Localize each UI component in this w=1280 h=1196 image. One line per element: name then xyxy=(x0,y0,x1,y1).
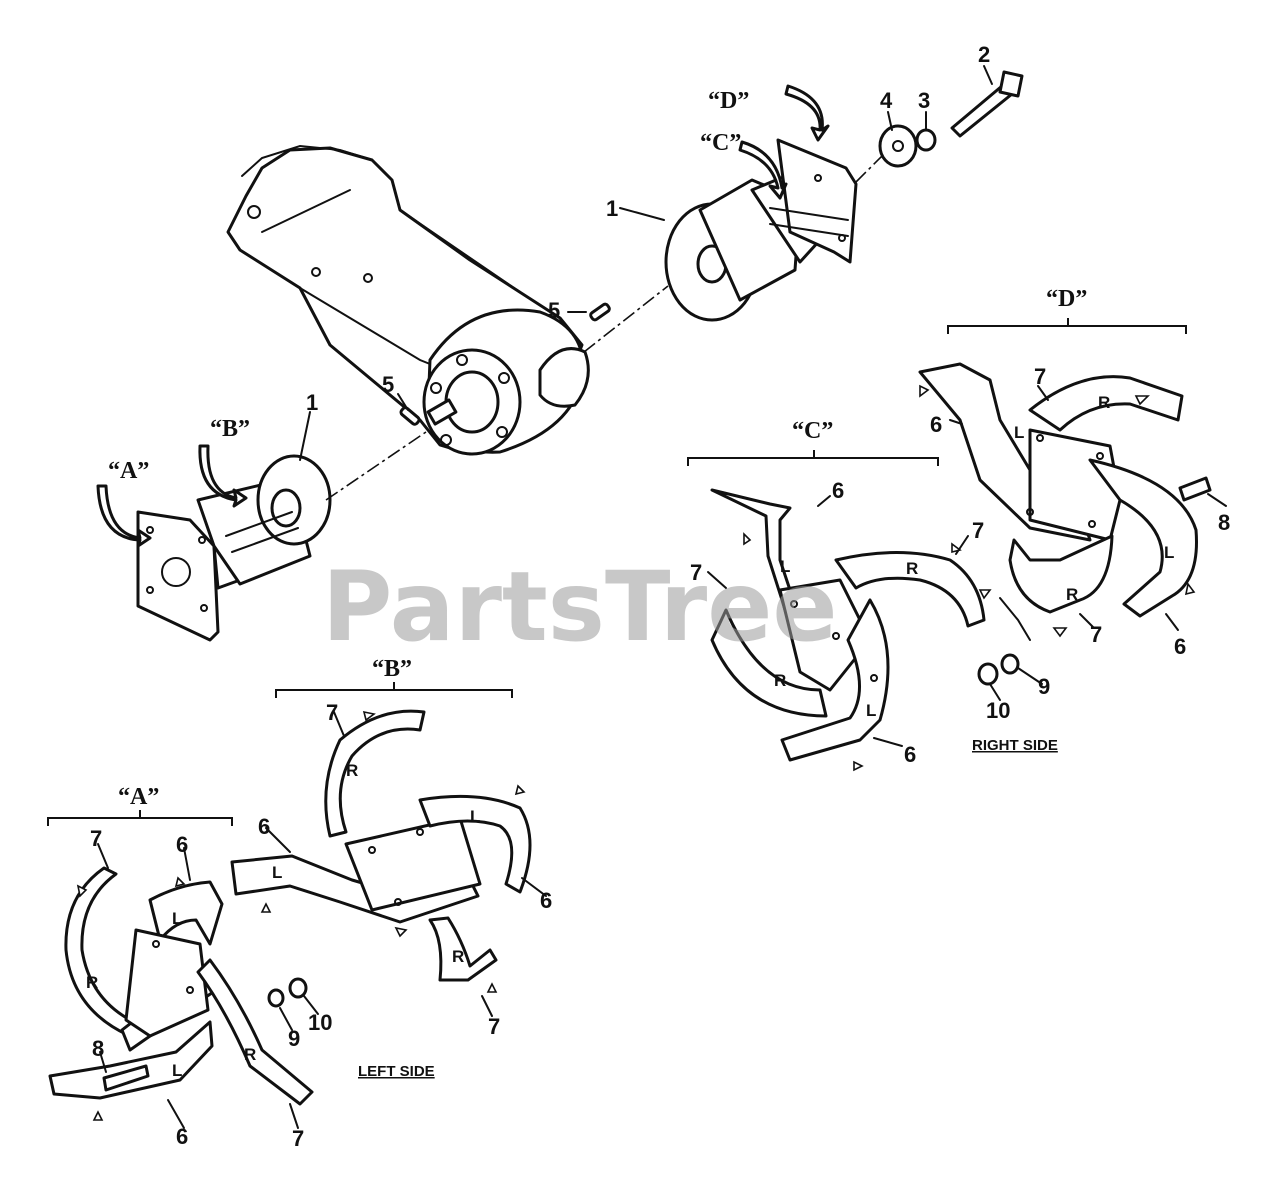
group-label-c-top: “C” xyxy=(700,130,741,156)
key-5-right xyxy=(589,302,611,322)
callout-8-left: 8 xyxy=(92,1036,104,1061)
group-label-b-top: “B” xyxy=(210,416,250,442)
group-label-c: “C” xyxy=(792,418,833,444)
callout-7-d-bottom: 7 xyxy=(1090,622,1102,647)
callout-7-a-top: 7 xyxy=(90,826,102,851)
side-label-left: LEFT SIDE xyxy=(358,1063,435,1080)
axle-centerline-right xyxy=(583,285,669,353)
tine-group-c xyxy=(710,488,986,762)
washer-4 xyxy=(878,124,918,168)
callout-5-left: 5 xyxy=(382,372,394,397)
transmission-housing xyxy=(226,144,590,456)
left-hub-assembly xyxy=(136,454,332,642)
watermark: PartsTree xyxy=(322,551,837,663)
tine-letter-r: R xyxy=(906,559,918,578)
callout-7-c-left: 7 xyxy=(690,560,702,585)
lock-washer-9-left xyxy=(267,988,285,1008)
tine-group-d xyxy=(918,362,1212,641)
tine-letter-l: L xyxy=(866,701,876,720)
tine-letter-r: R xyxy=(244,1045,256,1064)
tine-letter-l: L xyxy=(272,863,282,882)
right-hub-assembly xyxy=(664,138,858,322)
callout-6-a-bottom: 6 xyxy=(176,1124,188,1149)
callout-6-b-left: 6 xyxy=(258,814,270,839)
callout-3: 3 xyxy=(918,88,930,113)
bolt-8 xyxy=(1178,476,1212,502)
lock-washer-3 xyxy=(915,128,937,152)
group-arrows xyxy=(96,84,830,548)
callout-5-right: 5 xyxy=(548,298,560,323)
tine-letter-l: L xyxy=(1164,543,1174,562)
nut-10-right xyxy=(977,662,999,686)
callout-10-left: 10 xyxy=(308,1010,332,1035)
nut-10-left xyxy=(288,977,308,999)
tine-letter-r: R xyxy=(346,761,358,780)
callout-6-d-bottom: 6 xyxy=(1174,634,1186,659)
callout-9-left: 9 xyxy=(288,1026,300,1051)
tine-letter-l: L xyxy=(780,557,790,576)
tine-letter-r: R xyxy=(1098,393,1110,412)
tine-letter-l: L xyxy=(470,807,480,826)
callout-6-d: 6 xyxy=(930,412,942,437)
group-label-d: “D” xyxy=(1046,286,1087,312)
tine-letter-l: L xyxy=(172,1061,182,1080)
callout-6-c: 6 xyxy=(832,478,844,503)
rotation-markers xyxy=(76,384,1196,1121)
callout-7-a-bottom: 7 xyxy=(292,1126,304,1151)
leader-lines xyxy=(97,65,1227,1129)
key-5-left xyxy=(399,406,421,426)
callout-7-d-top: 7 xyxy=(1034,364,1046,389)
tine-letter-l: L xyxy=(172,909,182,928)
tine-group-b xyxy=(230,709,532,982)
bolt-8-left xyxy=(102,1064,150,1092)
axle-centerline xyxy=(325,431,427,501)
callout-6-b-right: 6 xyxy=(540,888,552,913)
tine-letter-l: L xyxy=(1014,423,1024,442)
callout-7-b-top: 7 xyxy=(326,700,338,725)
callout-6-a-top: 6 xyxy=(176,832,188,857)
group-label-b: “B” xyxy=(372,656,412,682)
callout-8-right: 8 xyxy=(1218,510,1230,535)
group-label-a: “A” xyxy=(118,784,159,810)
tine-letter-r: R xyxy=(774,671,786,690)
group-brackets xyxy=(47,318,1187,826)
tine-letter-r: R xyxy=(452,947,464,966)
lock-washer-9-right xyxy=(1000,653,1020,675)
callout-9-right: 9 xyxy=(1038,674,1050,699)
tine-group-a xyxy=(48,653,1020,1106)
hardware xyxy=(397,70,1024,426)
callout-1-right: 1 xyxy=(606,196,618,221)
group-label-d-top: “D” xyxy=(708,88,749,114)
side-label-right: RIGHT SIDE xyxy=(972,737,1058,754)
bolt-centerline xyxy=(855,153,885,183)
callout-7-c-right: 7 xyxy=(972,518,984,543)
callout-7-b-bottom: 7 xyxy=(488,1014,500,1039)
callout-1-left: 1 xyxy=(306,390,318,415)
tine-letter-r: R xyxy=(1066,585,1078,604)
callout-10-right: 10 xyxy=(986,698,1010,723)
tine-letter-r: R xyxy=(86,973,98,992)
callout-4: 4 xyxy=(880,88,893,113)
callout-2: 2 xyxy=(978,42,990,67)
group-label-a-top: “A” xyxy=(108,458,149,484)
callout-6-c-bottom: 6 xyxy=(904,742,916,767)
